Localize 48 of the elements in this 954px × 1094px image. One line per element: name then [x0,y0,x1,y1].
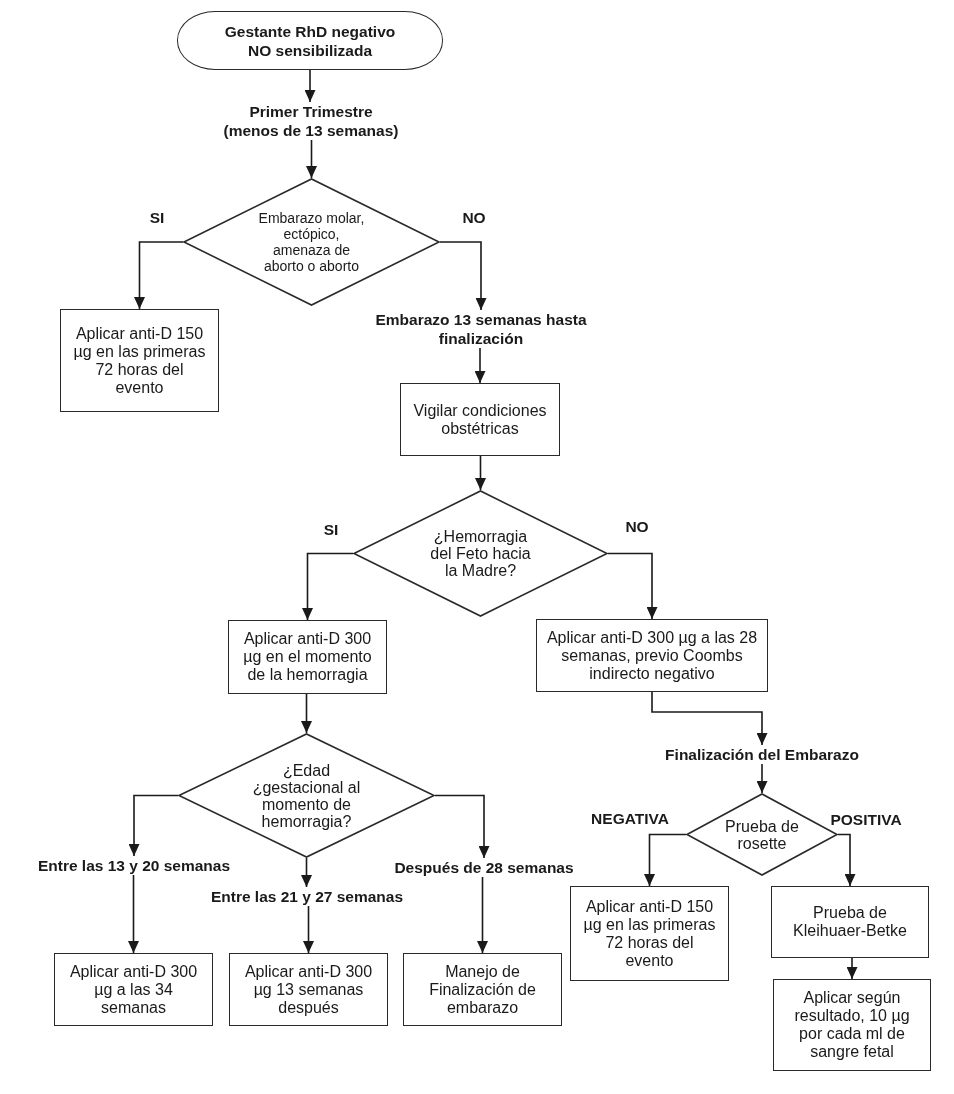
flow-arrow [302,552,354,621]
flow-arrow [477,876,488,954]
process-box [536,619,768,692]
box-text: Vigilar condiciones obstétricas [412,401,548,438]
box-text: Aplicar según resultado, 10 µg por cada ml de sangre fetal [793,989,911,1061]
decision-diamond [353,490,608,617]
process-box [403,953,562,1026]
flow-arrow [439,241,487,311]
process-box [773,979,931,1071]
flow-arrow [128,874,139,954]
process-box [400,383,560,456]
decision-diamond [178,733,435,858]
box-text: Manejo de Finalización de embarazo [428,962,537,1017]
flow-arrow [475,455,486,491]
flow-arrow [651,691,768,746]
flow-arrow [846,957,858,980]
flow-arrow [304,69,316,103]
flow-arrow [644,833,687,887]
process-box [771,886,929,958]
flow-arrow [474,347,486,384]
flow-arrow [434,794,490,859]
box-text: Aplicar anti-D 150 µg en las primeras 72 horas del evento [72,324,207,397]
flow-arrow [128,794,179,857]
terminal-text: Gestante RhD negativo NO sensibilizada [223,21,397,60]
decision-text: Embarazo molar, ectópico, amenaza de aborto o aborto [257,210,366,274]
flow-arrow [301,693,312,734]
decision-diamond [183,178,440,306]
decision-text: Prueba de rosette [724,817,800,852]
box-text: Prueba de Kleihuaer-Betke [792,904,908,940]
box-text: Aplicar anti-D 300 µg a las 28 semanas, previo Coombs indirecto negativo [545,628,759,683]
box-text: Aplicar anti-D 300 µg 13 semanas después [243,962,374,1017]
process-box [228,620,387,694]
box-text: Aplicar anti-D 300 µg a las 34 semanas [68,962,199,1017]
box-text: Aplicar anti-D 300 µg en el momento de la hemorragia [242,630,373,684]
decision-text: ¿Edad ¿gestacional al momento de hemorragia? [251,761,362,830]
flow-arrow [303,905,314,954]
flow-arrow [134,241,184,310]
flow-arrow [301,857,312,888]
decision-text: ¿Hemorragia del Feto hacia la Madre? [429,528,532,579]
process-box [570,886,729,981]
flow-arrow [756,763,768,794]
process-box [60,309,219,412]
flow-arrow [306,139,317,179]
box-text: Aplicar anti-D 150 µg en las primeras 72 horas del evento [582,897,717,970]
process-box [229,953,388,1026]
process-box [54,953,213,1026]
flow-arrow [607,552,658,620]
flow-arrow [837,833,856,887]
